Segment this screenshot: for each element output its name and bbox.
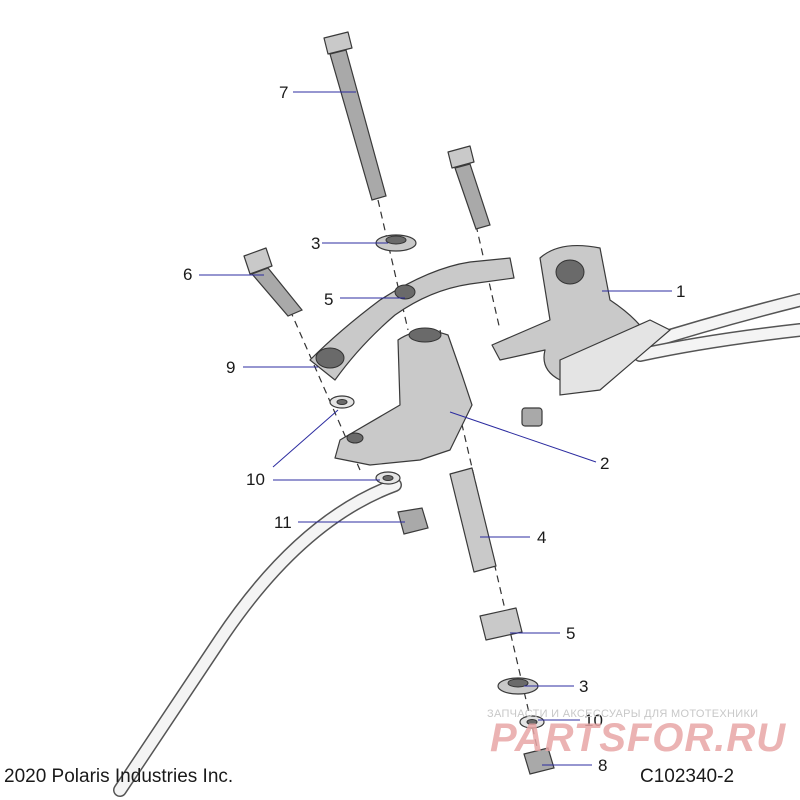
- callout-4: 4: [537, 528, 547, 547]
- callout-6: 6: [183, 265, 193, 284]
- cable-left: [113, 478, 402, 797]
- callout-7: 7: [279, 83, 289, 102]
- callout-9: 9: [226, 358, 236, 377]
- part-10-washer-lower: [519, 715, 545, 729]
- part-10-washer-upper: [329, 395, 355, 409]
- callout-5-lower: 5: [566, 624, 576, 643]
- watermark-tagline: ЗАПЧАСТИ И АКСЕССУАРЫ ДЛЯ МОТОТЕХНИКИ: [487, 708, 759, 720]
- callout-3-lower: 3: [579, 677, 589, 696]
- watermark-logo: PARTSFOR.RU: [490, 716, 787, 760]
- part-8-nut: [523, 747, 555, 775]
- callout-5-upper: 5: [324, 290, 334, 309]
- callout-10-lower: 10: [584, 711, 603, 730]
- footer-figure-code: C102340-2: [640, 766, 735, 787]
- part-10-washer-mid: [375, 471, 401, 485]
- footer-copyright: 2020 Polaris Industries Inc.: [4, 766, 234, 787]
- part-2-steering-arm: [334, 327, 473, 466]
- leader-lines: [199, 91, 672, 766]
- callout-3-upper: 3: [311, 234, 321, 253]
- part-5-lower-bushing: [479, 607, 523, 641]
- part-7-long-bolt: [323, 31, 387, 201]
- part-6-bolt: [243, 247, 303, 317]
- bracket-link: [309, 257, 515, 381]
- callout-1: 1: [676, 282, 686, 301]
- part-4-sleeve: [449, 467, 497, 573]
- bolt-upper: [447, 145, 491, 230]
- callout-10-mid: 10: [246, 470, 265, 489]
- callout-11: 11: [274, 513, 292, 532]
- part-3-lower-grommet: [497, 677, 539, 695]
- callout-2: 2: [600, 454, 610, 473]
- part-11-nut: [397, 507, 429, 535]
- part-1-housing: [491, 244, 672, 427]
- callout-8: 8: [598, 756, 608, 775]
